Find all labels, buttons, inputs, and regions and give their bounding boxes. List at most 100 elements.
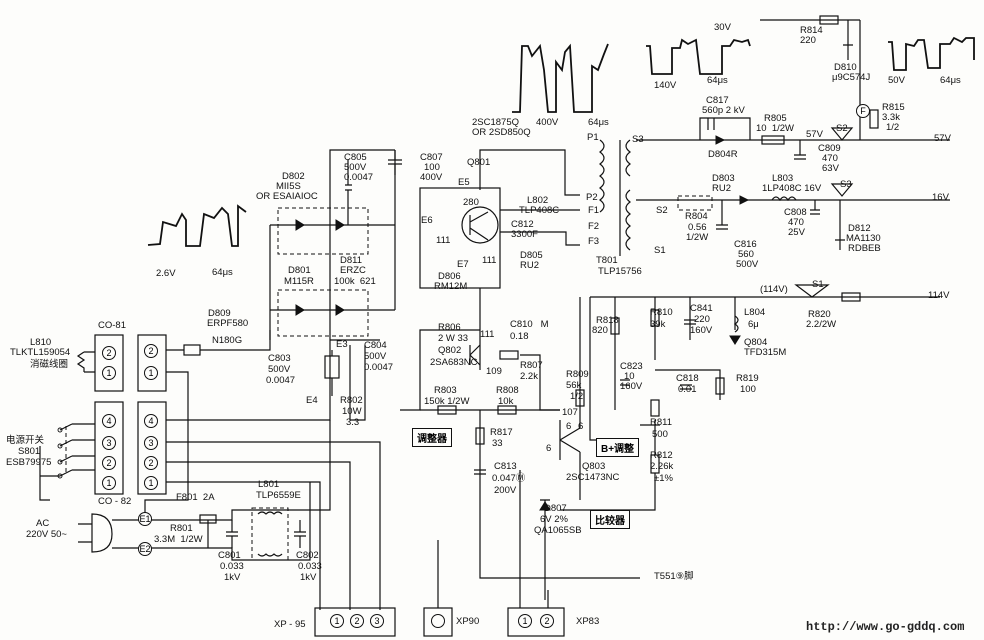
label-111-b: 111 (482, 255, 497, 266)
label-c804: C804 (364, 340, 387, 351)
label-r806-val: 2 W 33 (438, 333, 469, 344)
label-d812: D812 (848, 223, 871, 234)
label-6-a: 6 (566, 421, 572, 432)
label-c823-val: 10 (624, 371, 635, 382)
co82-right-block (137, 401, 167, 495)
label-t551: T551⑨脚 (654, 571, 694, 582)
pin-co82-l-4: 4 (102, 414, 116, 428)
label-111-c: 111 (480, 329, 495, 340)
label-p2: P2 (586, 192, 598, 203)
pin-xp83-2: 2 (540, 614, 554, 628)
co81-left-block (94, 334, 124, 392)
label-d802: D802 (282, 171, 305, 182)
label-r802-val: 3.3 (346, 417, 360, 428)
label-2-6v: 2.6V (156, 268, 176, 279)
label-d805: D805 (520, 250, 543, 261)
resistor-r803 (437, 405, 457, 415)
label-ac: AC (36, 518, 50, 529)
label-d811: D811 (340, 255, 363, 266)
label-xp83: XP83 (576, 616, 600, 627)
label-q801-alt2: OR 2SD850Q (472, 127, 531, 138)
label-s2-left: S2 (656, 205, 668, 216)
label-r814: R814 (800, 25, 823, 36)
label-d806-part: RM12M (434, 281, 468, 292)
resistor-r802 (324, 355, 340, 379)
label-q804-part: TFD315M (744, 347, 787, 358)
label-d810-part: μ9C574J (832, 72, 871, 83)
label-r809: R809 (566, 369, 589, 380)
label-l810-part: TLKTL159054 (10, 347, 71, 358)
label-c809-val: 470 (822, 153, 838, 164)
pin-co81-r-2: 2 (144, 344, 158, 358)
resistor-r807 (499, 350, 519, 360)
label-d801-part: M115R (284, 276, 314, 287)
label-c808-val: 470 (788, 217, 804, 228)
resistor-r817 (475, 427, 485, 445)
pin-co81-l-2: 2 (102, 346, 116, 360)
label-power-switch: 电源开关 (6, 435, 45, 446)
label-c823: C823 (620, 361, 643, 372)
resistor-r808 (497, 405, 517, 415)
waveform-400v (512, 43, 609, 113)
label-e4: E4 (306, 395, 318, 406)
label-r810-val: 39k (650, 319, 666, 330)
label-co81: CO-81 (98, 320, 126, 331)
label-r819-val: 100 (740, 384, 756, 395)
label-f1: F1 (588, 205, 600, 216)
label-c810-val: 0.18 (510, 331, 529, 342)
label-c808-v: 25V (788, 227, 805, 238)
label-140v: 140V (654, 80, 677, 91)
label-c801: C801 (218, 550, 241, 561)
label-d809-part: ERPF580 (207, 318, 249, 329)
label-r812-tol: ±1% (654, 473, 673, 484)
label-d811-val: 100k 621 (334, 276, 376, 287)
pin-xp90 (431, 614, 445, 628)
waveform-140v (646, 38, 751, 75)
label-xp90: XP90 (456, 616, 480, 627)
label-c805-v: 500V (344, 162, 367, 173)
label-d803: D803 (712, 173, 735, 184)
label-d812-part: MA1130 (846, 233, 881, 244)
label-t801-part: TLP15756 (598, 266, 642, 277)
label-e5: E5 (458, 177, 470, 188)
label-r806: R806 (438, 322, 461, 333)
connector-xp95 (314, 607, 396, 637)
label-d807-part: QA1065SB (534, 525, 582, 536)
label-r804-w: 1/2W (686, 232, 709, 243)
label-l801: L801 (258, 479, 280, 490)
label-d807: D807 (544, 503, 567, 514)
label-r804: R804 (685, 211, 708, 222)
label-109: 109 (486, 366, 502, 377)
label-c823-v: 160V (620, 381, 643, 392)
label-c812: C812 (511, 219, 534, 230)
label-l803-part: 1LP408C 16V (762, 183, 822, 194)
label-r815-val: 3.3k (882, 112, 900, 123)
label-co82: CO - 82 (98, 496, 132, 507)
label-e6: E6 (421, 215, 433, 226)
label-111-a: 111 (436, 235, 451, 246)
label-l801-part: TLP6559E (256, 490, 301, 501)
label-c818: C818 (676, 373, 699, 384)
label-6-c: 6 (546, 443, 552, 454)
label-c802-val: 0.033 (298, 561, 322, 572)
pin-co82-r-4: 4 (144, 414, 158, 428)
label-r808: R808 (496, 385, 519, 396)
q801-block (419, 187, 501, 289)
label-c816: C816 (734, 239, 757, 250)
label-r809-val: 56k (566, 380, 582, 391)
label-c808: C808 (784, 207, 807, 218)
label-c841: C841 (690, 303, 713, 314)
label-c803-v: 500V (268, 364, 291, 375)
label-30v: 30V (714, 22, 731, 33)
q801-transistor (461, 206, 499, 244)
resistor-r819 (715, 377, 725, 395)
circle-f-marker: F (856, 104, 870, 118)
label-e3: E3 (336, 339, 348, 350)
pin-co82-r-2: 2 (144, 456, 158, 470)
label-c813-val: 0.047Ⓜ (492, 473, 526, 484)
label-r809-w: 1/2 (570, 391, 584, 402)
label-c803: C803 (268, 353, 291, 364)
label-s3-left: S3 (632, 134, 644, 145)
label-c801-v: 1kV (224, 572, 241, 583)
